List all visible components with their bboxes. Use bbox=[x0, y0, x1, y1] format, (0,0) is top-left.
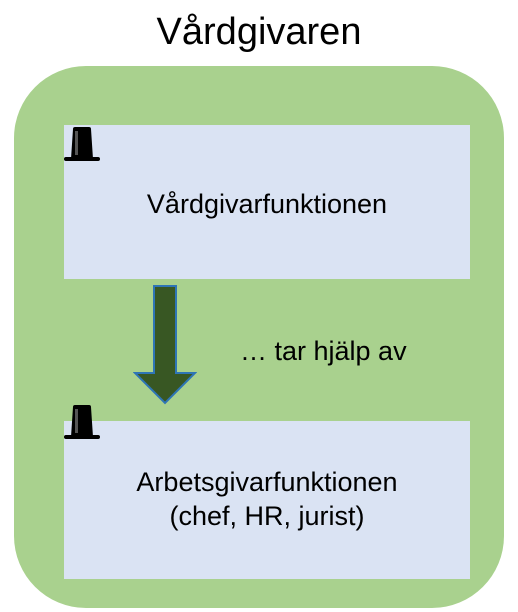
down-arrow-icon bbox=[133, 285, 197, 405]
arrow-label: … tar hjälp av bbox=[240, 336, 407, 366]
vardgivarfunktionen-box: Vårdgivarfunktionen bbox=[64, 125, 470, 279]
arbetsgivarfunktionen-box: Arbetsgivarfunktionen (chef, HR, jurist) bbox=[64, 421, 470, 579]
vardgivarfunktionen-label: Vårdgivarfunktionen bbox=[146, 189, 388, 219]
arbetsgivarfunktionen-line1: Arbetsgivarfunktionen bbox=[136, 467, 398, 497]
arbetsgivarfunktionen-label: Arbetsgivarfunktionen (chef, HR, jurist) bbox=[64, 465, 470, 533]
diagram-title: Vårdgivaren bbox=[156, 11, 362, 53]
top-hat-icon bbox=[62, 404, 102, 440]
arbetsgivarfunktionen-line2: (chef, HR, jurist) bbox=[169, 501, 365, 531]
top-hat-icon bbox=[62, 126, 102, 162]
